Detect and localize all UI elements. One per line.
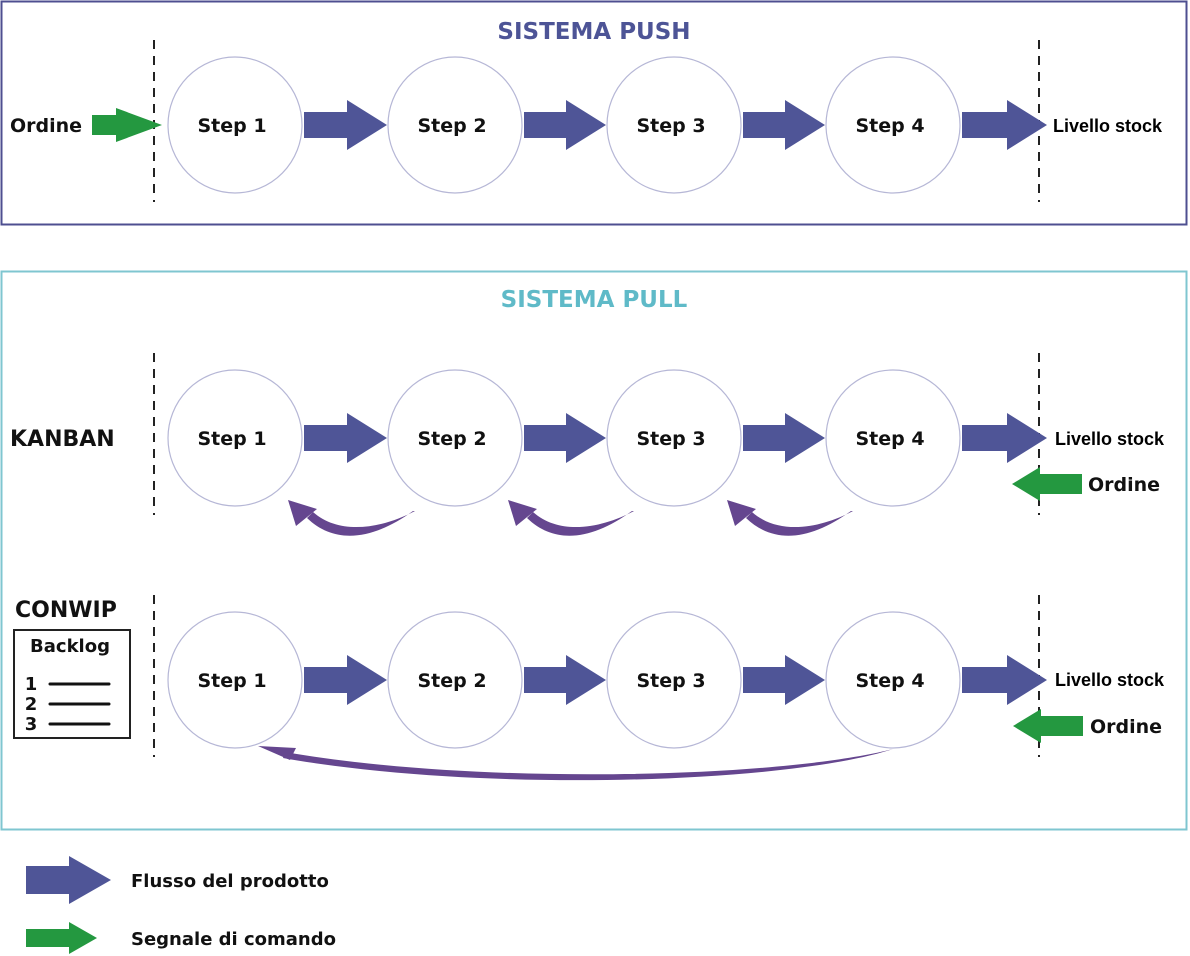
product-flow-arrow-icon xyxy=(962,413,1047,463)
step-circle xyxy=(167,369,303,507)
conwip-stock-label: Livello stock xyxy=(1055,670,1165,690)
step-circle xyxy=(606,56,742,194)
backlog-box: Backlog 123 xyxy=(13,629,131,739)
legend: Flusso del prodotto Segnale di comando xyxy=(26,856,336,954)
step-label: Step 3 xyxy=(636,428,705,450)
product-flow-arrow-icon xyxy=(743,100,825,150)
step-label: Step 4 xyxy=(855,670,924,692)
kanban-section: KANBAN Step 1 Step 2 Step 3 Step 4 Livello … xyxy=(10,353,1165,536)
push-step-3: Step 3 xyxy=(606,56,742,194)
product-flow-arrow-icon xyxy=(524,655,606,705)
conwip-section: CONWIP Backlog 123 Step 1 Step 2 Step 3 Ste… xyxy=(13,595,1165,781)
conwip-order-arrow-icon xyxy=(1013,709,1083,743)
product-flow-arrow-icon xyxy=(962,100,1047,150)
kanban-order-arrow-icon xyxy=(1012,467,1082,501)
step-label: Step 2 xyxy=(417,670,486,692)
step-circle xyxy=(387,369,523,507)
command-signal-arrow-icon xyxy=(92,108,162,142)
kanban-order-label: Ordine xyxy=(1088,474,1160,496)
conwip-step-2: Step 2 xyxy=(387,611,523,749)
conwip-feedback-arrow xyxy=(258,746,893,781)
conwip-step-1: Step 1 xyxy=(167,611,303,749)
push-stock-label: Livello stock xyxy=(1053,116,1163,136)
push-panel-border xyxy=(0,0,1188,226)
push-title: SISTEMA PUSH xyxy=(497,19,690,45)
pull-panel: SISTEMA PULL KANBAN Step 1 Step 2 Step 3 St… xyxy=(0,270,1188,831)
kanban-stock-label: Livello stock xyxy=(1055,429,1165,449)
push-step-2: Step 2 xyxy=(387,56,523,194)
kanban-label: KANBAN xyxy=(10,427,115,452)
kanban-feedback-arrow-3 xyxy=(727,500,853,536)
legend-label: Segnale di comando xyxy=(131,929,336,950)
step-label: Step 3 xyxy=(636,115,705,137)
conwip-step-3: Step 3 xyxy=(606,611,742,749)
product-flow-arrow-icon xyxy=(26,856,111,904)
step-label: Step 4 xyxy=(855,428,924,450)
step-circle xyxy=(825,56,961,194)
push-order-label: Ordine xyxy=(10,115,82,137)
step-circle xyxy=(606,611,742,749)
step-label: Step 3 xyxy=(636,670,705,692)
conwip-order-label: Ordine xyxy=(1090,716,1162,738)
conwip-step-4: Step 4 xyxy=(825,611,961,749)
backlog-item-number: 2 xyxy=(25,694,38,715)
pull-panel-border xyxy=(0,270,1188,831)
product-flow-arrow-icon xyxy=(304,413,387,463)
push-step-4: Step 4 xyxy=(825,56,961,194)
pull-title: SISTEMA PULL xyxy=(501,287,688,313)
product-flow-arrow-icon xyxy=(304,655,387,705)
step-circle xyxy=(167,56,303,194)
kanban-step-4: Step 4 xyxy=(825,369,961,507)
legend-item-product-flow: Flusso del prodotto xyxy=(26,856,329,904)
product-flow-arrow-icon xyxy=(743,413,825,463)
step-label: Step 2 xyxy=(417,428,486,450)
step-label: Step 1 xyxy=(197,115,266,137)
kanban-step-1: Step 1 xyxy=(167,369,303,507)
legend-item-command-signal: Segnale di comando xyxy=(26,922,336,954)
step-circle xyxy=(387,611,523,749)
push-panel: SISTEMA PUSH Ordine Step 1 Step 2 Step 3 St… xyxy=(0,0,1188,226)
command-signal-arrow-icon xyxy=(26,922,97,954)
conwip-label: CONWIP xyxy=(15,598,117,623)
kanban-step-2: Step 2 xyxy=(387,369,523,507)
product-flow-arrow-icon xyxy=(743,655,825,705)
step-circle xyxy=(167,611,303,749)
push-step-1: Step 1 xyxy=(167,56,303,194)
product-flow-arrow-icon xyxy=(524,413,606,463)
step-circle xyxy=(825,369,961,507)
kanban-feedback-arrow-2 xyxy=(508,500,634,536)
kanban-step-3: Step 3 xyxy=(606,369,742,507)
step-label: Step 4 xyxy=(855,115,924,137)
step-label: Step 2 xyxy=(417,115,486,137)
step-label: Step 1 xyxy=(197,428,266,450)
step-label: Step 1 xyxy=(197,670,266,692)
step-circle xyxy=(606,369,742,507)
backlog-title: Backlog xyxy=(30,636,110,657)
legend-label: Flusso del prodotto xyxy=(131,871,329,892)
product-flow-arrow-icon xyxy=(524,100,606,150)
product-flow-arrow-icon xyxy=(304,100,387,150)
kanban-feedback-arrow-1 xyxy=(288,500,415,536)
backlog-item-number: 3 xyxy=(25,714,38,735)
step-circle xyxy=(387,56,523,194)
product-flow-arrow-icon xyxy=(962,655,1047,705)
backlog-item-number: 1 xyxy=(25,674,38,695)
step-circle xyxy=(825,611,961,749)
